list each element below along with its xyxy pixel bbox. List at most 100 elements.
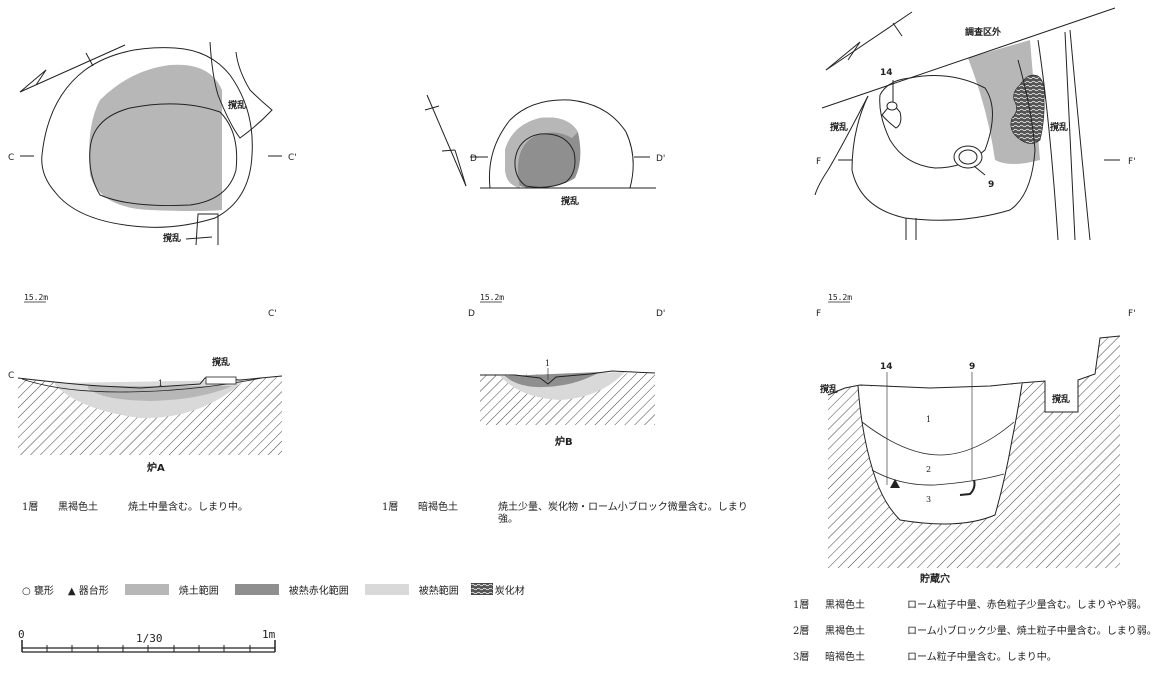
hearth-a-burnt-area	[89, 64, 222, 211]
point-d-prime-label: D'	[656, 154, 665, 164]
section-disturbance-f1: 撹乱	[820, 383, 838, 395]
layer-number: 3層	[793, 652, 810, 663]
layer-number: 2層	[793, 626, 810, 637]
hearth-a-plan	[19, 41, 282, 246]
north-arrow-f	[825, 11, 913, 71]
section-disturbance-f2: 撹乱	[1052, 393, 1070, 405]
storage-pit-left-edge	[814, 95, 869, 196]
hearth-b-title: 炉B	[555, 435, 573, 448]
hearth-a-layer1-bottom	[21, 377, 263, 393]
disturbance-label-a2: 撹乱	[163, 232, 181, 244]
hearth-b-outer-outline	[488, 99, 634, 189]
layer-notes: ローム粒子中量、赤色粒子少量含む。しまりやや弱。	[907, 600, 1147, 611]
soil-type: 暗褐色土	[418, 502, 458, 513]
layer-number: 1層	[22, 502, 39, 513]
scale-bar	[21, 640, 276, 653]
section-f-prime-label: F'	[1128, 309, 1136, 319]
legend-burnt-swatch	[124, 583, 169, 595]
hearth-b-inner-outline	[514, 133, 576, 188]
elevation-f: 15.2m	[828, 293, 852, 302]
storage-pit-wall-line	[1037, 39, 1059, 241]
hearth-a-description: 1層 黒褐色土 焼土中量含む。しまり中。	[22, 502, 312, 516]
legend-charcoal-label: 炭化材	[494, 585, 525, 597]
artifact-14-pedestal	[881, 80, 902, 129]
hearth-a-layer1-num: 1	[158, 379, 163, 388]
disturbance-label-f2: 撹乱	[1050, 121, 1068, 133]
soil-type: 黒褐色土	[825, 600, 865, 611]
hearth-b-description: 1層 暗褐色土 焼土少量、炭化物・ローム小ブロック微量含む。しまり強。	[382, 502, 762, 530]
legend-pedestal: ▲ 器台形	[67, 585, 109, 597]
disturbance-a-bottom	[195, 213, 219, 246]
scale-zero-label: 0	[18, 628, 25, 641]
hearth-a-inner-outline	[89, 103, 238, 207]
section-d-prime-label: D'	[656, 309, 665, 319]
layer-number: 1層	[793, 600, 810, 611]
disturbance-label-f1: 撹乱	[830, 121, 848, 133]
layer-notes: 焼土中量含む。しまり中。	[128, 502, 248, 513]
point-c-label: C	[8, 153, 14, 163]
hearth-a-title: 炉A	[147, 461, 165, 474]
section-f-label: F	[816, 309, 821, 319]
soil-type: 黒褐色土	[58, 502, 98, 513]
legend-heated-red-swatch	[234, 583, 279, 595]
storage-pit-layer2-num: 2	[926, 465, 931, 474]
storage-pit-ground-line	[827, 335, 1121, 413]
disturbance-a-top	[209, 41, 273, 139]
storage-pit-layer3-num: 3	[926, 495, 931, 504]
hearth-b-layer1-num: 1	[545, 359, 550, 368]
legend-jar: ○ 甕形	[22, 585, 54, 597]
hearth-a-burnt-section	[88, 386, 232, 401]
storage-pit-plan	[814, 7, 1120, 241]
legend-heated-swatch	[364, 583, 409, 595]
charcoal-patch	[1010, 74, 1045, 144]
storage-pit-section: F 15.2m F' 14 9 撹乱 撹乱 1 2 3	[816, 293, 1136, 568]
elevation-a: 15.2m	[24, 293, 48, 302]
layer-notes: ローム粒子中量含む。しまり中。	[907, 652, 1057, 663]
legend-burnt-label: 焼土範囲	[178, 585, 219, 597]
layer-number: 1層	[382, 502, 399, 513]
storage-pit-title: 貯蔵穴	[920, 572, 950, 585]
layer-notes: 焼土少量、炭化物・ローム小ブロック微量含む。しまり強。	[498, 502, 748, 525]
hearth-a-disturbance-box	[205, 376, 237, 385]
soil-type: 黒褐色土	[825, 626, 865, 637]
legend-heated-label: 被熱範囲	[418, 585, 459, 597]
hearth-a-ground-line	[17, 375, 283, 389]
storage-pit-description-1: 1層 黒褐色土 ローム粒子中量、赤色粒子少量含む。しまりやや弱。	[793, 600, 1171, 626]
hearth-b-section: D 15.2m D' 1	[468, 293, 665, 425]
legend: ○ 甕形 ▲ 器台形 焼土範囲 被熱赤化範囲 被熱範囲 炭化材	[22, 582, 525, 597]
storage-pit-layer1-num: 1	[926, 415, 931, 424]
storage-pit-description-3: 3層 暗褐色土 ローム粒子中量含む。しまり中。	[793, 652, 1171, 666]
north-arrow-a	[19, 44, 126, 93]
section-c-label: C	[8, 371, 14, 381]
hearth-b-heated-ring	[505, 117, 578, 188]
storage-pit-profile	[857, 383, 1023, 525]
artifact-9-label: 9	[988, 180, 994, 190]
scale-ratio-label: 1/30	[136, 632, 163, 645]
section-artifact-9-label: 9	[969, 362, 975, 372]
point-f-label: F	[816, 157, 821, 167]
section-d-label: D	[468, 309, 475, 319]
storage-pit-description-2: 2層 黒褐色土 ローム小ブロック少量、焼土粒子中量含む。しまり弱。	[793, 626, 1171, 652]
storage-pit-inner-outline	[879, 75, 993, 169]
legend-charcoal-swatch	[470, 583, 493, 595]
hearth-a-outer-outline	[41, 47, 253, 228]
soil-type: 暗褐色土	[825, 652, 865, 663]
section-jar-marker	[959, 479, 976, 496]
storage-pit-outer-outline	[851, 59, 1036, 221]
legend-heated-red-label: 被熱赤化範囲	[288, 585, 349, 597]
storage-pit-wall-line-2	[1069, 29, 1091, 241]
hearth-b-ground-line	[480, 370, 656, 385]
point-d-label: D	[470, 154, 477, 164]
storage-pit-layer2-bottom	[871, 469, 1005, 486]
section-disturbance-a: 撹乱	[212, 356, 230, 368]
section-artifact-14-label: 14	[880, 362, 893, 372]
artifact-9-jar	[953, 145, 986, 176]
layer-notes: ローム小ブロック少量、焼土粒子中量含む。しまり弱。	[907, 626, 1157, 637]
storage-pit-fill	[858, 384, 1022, 524]
hearth-a-section: 15.2m C' C 撹乱 1	[8, 293, 283, 455]
disturbance-label-a1: 撹乱	[228, 99, 246, 111]
section-pedestal-marker	[890, 479, 900, 488]
point-f-prime-label: F'	[1128, 157, 1136, 167]
north-arrow-b	[424, 94, 467, 187]
